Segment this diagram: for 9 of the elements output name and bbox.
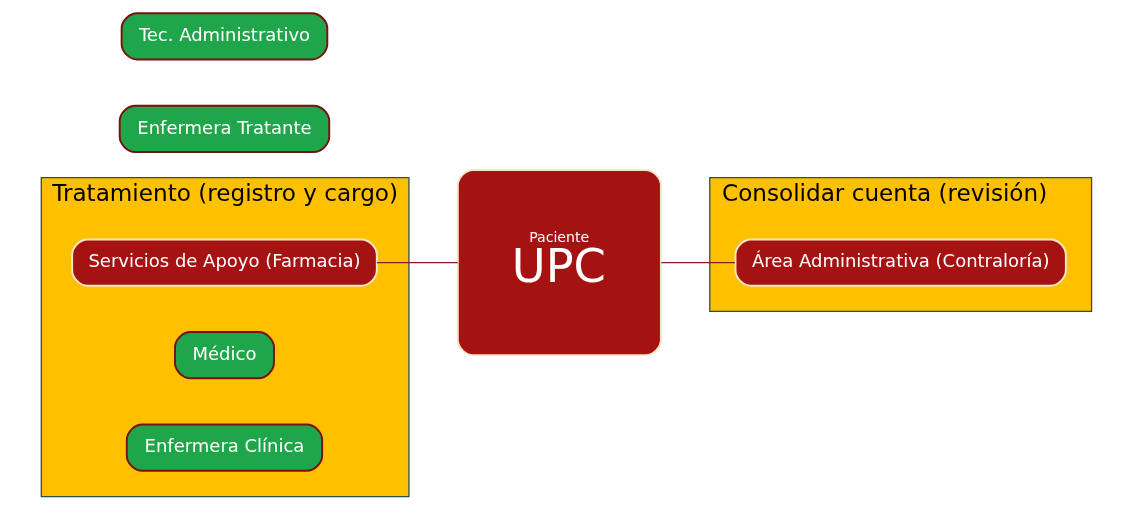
node-box: Área Administrativa (Contraloría) <box>734 238 1067 287</box>
connector <box>375 261 458 264</box>
node-box: Médico <box>173 331 275 380</box>
node-box: Servicios de Apoyo (Farmacia) <box>70 238 378 287</box>
node-box: Enfermera Tratante <box>118 104 330 153</box>
node-box: Paciente UPC <box>456 169 662 357</box>
node-box: Tec. Administrativo <box>120 12 328 61</box>
node-box: Enfermera Clínica <box>125 423 323 472</box>
connector <box>660 261 736 264</box>
